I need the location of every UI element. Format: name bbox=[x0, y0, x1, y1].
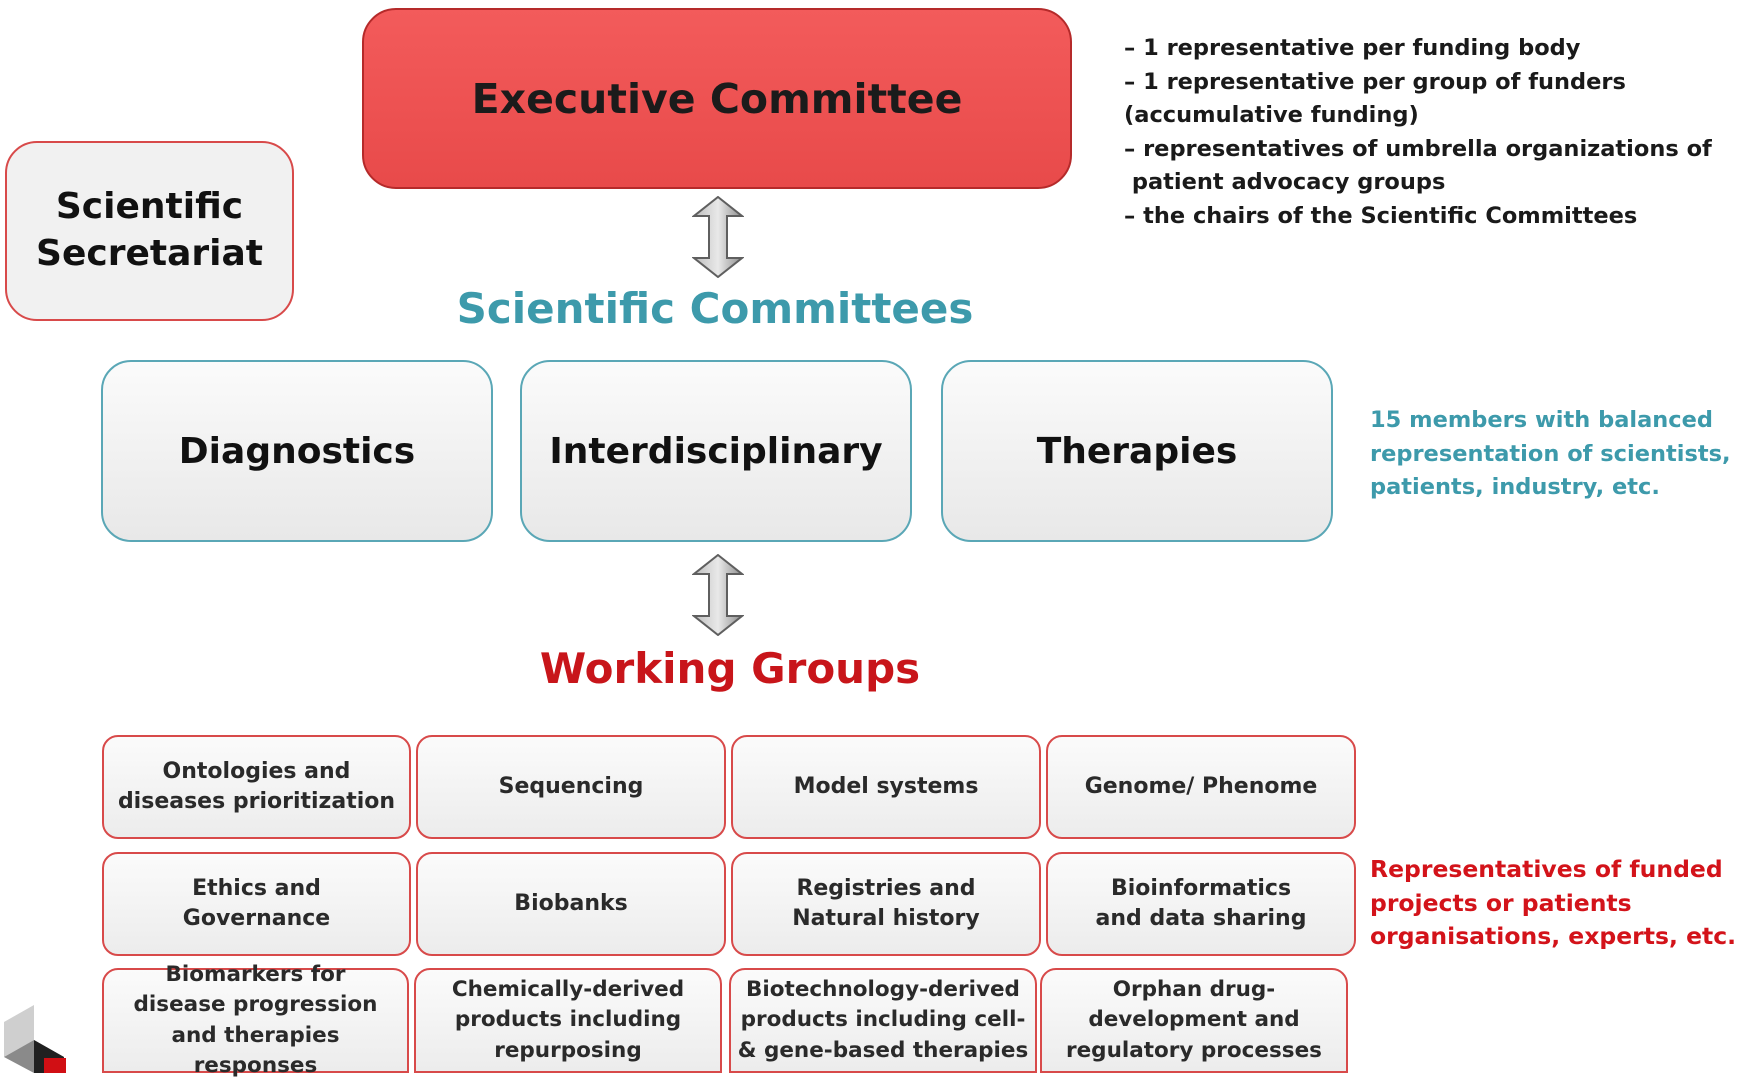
executive-committee-box: Executive Committee bbox=[362, 8, 1072, 189]
committee-box-diagnostics: Diagnostics bbox=[101, 360, 493, 542]
working-group-box: Registries and Natural history bbox=[731, 852, 1041, 956]
double-arrow-vertical-icon bbox=[691, 195, 745, 279]
working-group-box: Genome/ Phenome bbox=[1046, 735, 1356, 839]
working-groups-note: Representatives of funded projects or pa… bbox=[1370, 853, 1748, 954]
committee-label: Interdisciplinary bbox=[549, 430, 883, 472]
wg-note-line: organisations, experts, etc. bbox=[1370, 922, 1737, 950]
double-arrow-vertical-icon bbox=[691, 553, 745, 637]
wg-note-line: projects or patients bbox=[1370, 888, 1632, 917]
committee-box-interdisciplinary: Interdisciplinary bbox=[520, 360, 912, 542]
working-group-box: Ontologies and diseases prioritization bbox=[102, 735, 411, 839]
working-group-box: Biomarkers for disease progression and t… bbox=[102, 962, 409, 1078]
working-group-box: Ethics and Governance bbox=[102, 852, 411, 956]
exec-note-line: – the chairs of the Scientific Committee… bbox=[1124, 202, 1638, 229]
scientific-committees-note: 15 members with balanced representation … bbox=[1370, 404, 1748, 505]
working-group-box: Bioinformatics and data sharing bbox=[1046, 852, 1356, 956]
committee-note-line: representation of scientists, bbox=[1370, 440, 1731, 467]
working-group-box: Biotechnology-derived products including… bbox=[729, 968, 1037, 1073]
committee-label: Diagnostics bbox=[178, 430, 416, 472]
committee-note-line: 15 members with balanced bbox=[1370, 407, 1713, 433]
logo-icon bbox=[0, 1000, 68, 1073]
secretariat-line-2: Secretariat bbox=[36, 233, 263, 274]
committee-label: Therapies bbox=[1036, 430, 1238, 472]
working-group-box: Orphan drug- development and regulatory … bbox=[1040, 968, 1348, 1073]
exec-note-line: (accumulative funding) bbox=[1124, 102, 1419, 128]
exec-note-line: – 1 representative per funding body bbox=[1124, 35, 1581, 61]
exec-note-line: – representatives of umbrella organizati… bbox=[1124, 135, 1712, 162]
exec-note-line: – 1 representative per group of funders bbox=[1124, 68, 1626, 95]
wg-note-line: Representatives of funded bbox=[1370, 855, 1723, 883]
executive-committee-label: Executive Committee bbox=[471, 74, 963, 123]
working-group-box: Model systems bbox=[731, 735, 1041, 839]
executive-committee-notes: – 1 representative per funding body – 1 … bbox=[1124, 32, 1748, 233]
committee-note-line: patients, industry, etc. bbox=[1370, 474, 1660, 500]
working-group-box: Chemically-derived products including re… bbox=[414, 968, 722, 1073]
scientific-committees-title: Scientific Committees bbox=[456, 284, 974, 333]
working-groups-title: Working Groups bbox=[539, 644, 921, 693]
working-group-box: Biobanks bbox=[416, 852, 726, 956]
secretariat-line-1: Scientific bbox=[55, 186, 244, 228]
scientific-secretariat-box: Scientific Secretariat bbox=[5, 141, 294, 321]
exec-note-line: patient advocacy groups bbox=[1124, 169, 1446, 195]
working-group-box: Sequencing bbox=[416, 735, 726, 839]
committee-box-therapies: Therapies bbox=[941, 360, 1333, 542]
